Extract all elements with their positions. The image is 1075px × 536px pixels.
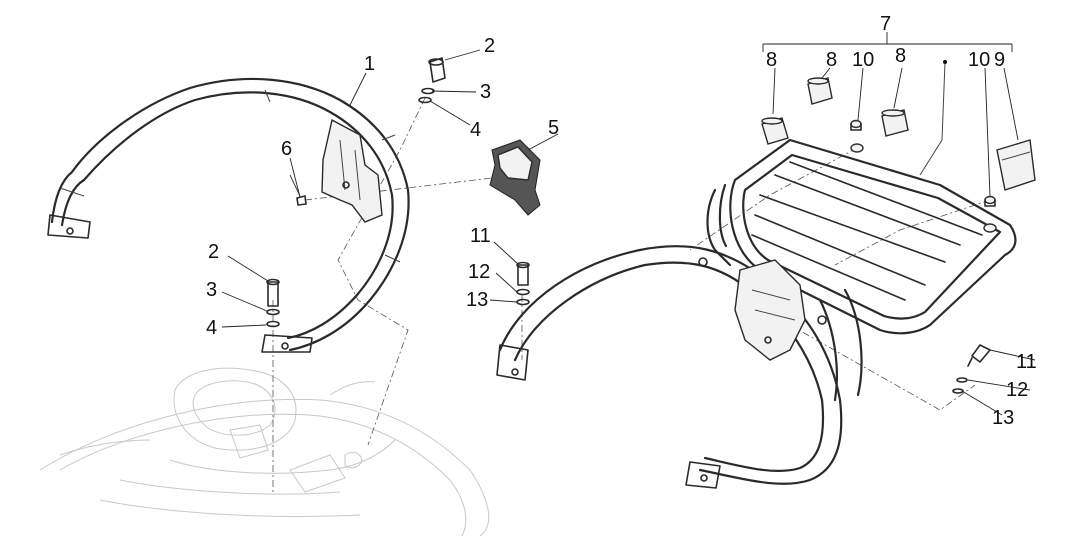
callout-12-left: 12 bbox=[468, 261, 490, 283]
callout-2-lower: 2 bbox=[208, 241, 219, 263]
bolt-set-upper bbox=[418, 57, 446, 104]
bolt-set-rack-right bbox=[952, 344, 991, 394]
callout-4-upper: 4 bbox=[470, 119, 481, 141]
callout-4-lower: 4 bbox=[206, 317, 217, 339]
rear-rack-part-7 bbox=[496, 60, 1017, 489]
callout-10-left: 10 bbox=[852, 49, 874, 71]
caps-parts-8-9-10 bbox=[761, 77, 1036, 207]
scooter-body-outline bbox=[39, 367, 490, 536]
grab-handle-part-1 bbox=[47, 77, 410, 353]
callout-2-upper: 2 bbox=[484, 35, 495, 57]
callout-10-right: 10 bbox=[968, 49, 990, 71]
callout-9: 9 bbox=[994, 49, 1005, 71]
leader-lines bbox=[221, 32, 1036, 416]
callout-8-middle: 8 bbox=[826, 49, 837, 71]
callout-6: 6 bbox=[281, 138, 292, 160]
callout-7: 7 bbox=[880, 13, 891, 35]
callout-8-left: 8 bbox=[766, 49, 777, 71]
callout-13-left: 13 bbox=[466, 289, 488, 311]
callout-12-right: 12 bbox=[1006, 379, 1028, 401]
screw-part-6 bbox=[289, 174, 307, 206]
callout-8-right: 8 bbox=[895, 45, 906, 67]
callout-5: 5 bbox=[548, 117, 559, 139]
callout-3-upper: 3 bbox=[480, 81, 491, 103]
callout-labels: 1 2 3 4 5 6 2 3 4 11 12 13 7 8 8 10 8 10… bbox=[206, 13, 1037, 429]
bolt-set-lower-left bbox=[266, 278, 280, 328]
callout-1: 1 bbox=[364, 53, 375, 75]
callout-11-left: 11 bbox=[470, 225, 491, 247]
cover-part-5 bbox=[489, 139, 541, 216]
callout-3-lower: 3 bbox=[206, 279, 217, 301]
callout-11-right: 11 bbox=[1016, 351, 1037, 373]
bolt-set-rack-left bbox=[516, 261, 530, 306]
callout-13-right: 13 bbox=[992, 407, 1014, 429]
